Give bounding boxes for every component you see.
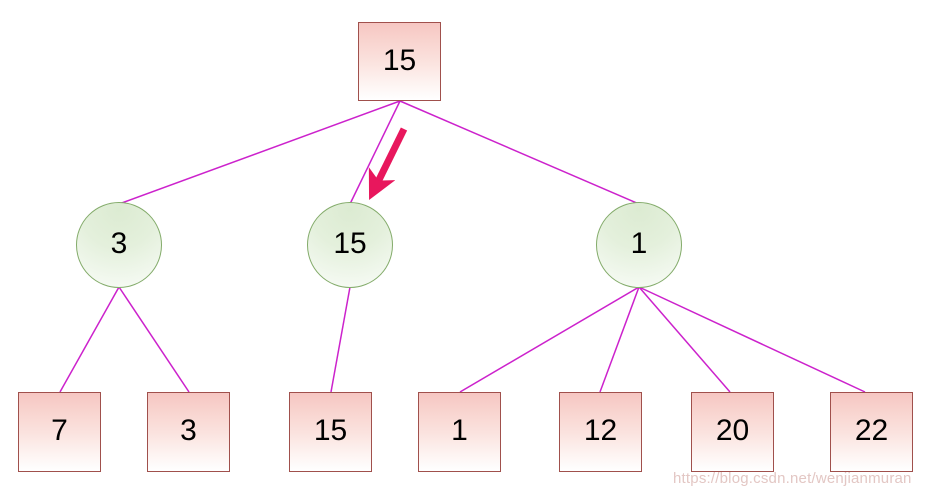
node-label: 3 (110, 227, 128, 260)
tree-edges (59, 100, 866, 393)
node-label: 12 (583, 414, 618, 447)
tree-edge (638, 286, 866, 393)
tree-edge (59, 286, 120, 393)
tree-edge (459, 286, 640, 393)
node-lvl1-b[interactable]: 15 (307, 202, 393, 288)
node-label: 3 (180, 414, 197, 447)
node-lvl1-c[interactable]: 1 (596, 202, 682, 288)
node-lvl1-a[interactable]: 3 (76, 202, 162, 288)
node-root[interactable]: 15 (358, 22, 441, 101)
node-leaf-4[interactable]: 1 (418, 392, 501, 472)
tree-edge (118, 100, 401, 205)
node-label: 15 (333, 227, 367, 260)
node-label: 20 (715, 414, 750, 447)
tree-edge (638, 286, 731, 393)
node-label: 22 (854, 414, 889, 447)
node-leaf-2[interactable]: 3 (147, 392, 230, 472)
node-label: 7 (51, 414, 68, 447)
tree-edge (118, 286, 190, 393)
node-leaf-7[interactable]: 22 (830, 392, 913, 472)
node-label: 15 (313, 414, 348, 447)
annotation-arrow (368, 127, 408, 201)
watermark-text: https://blog.csdn.net/wenjianmuran (673, 470, 912, 487)
tree-edge (599, 286, 640, 393)
node-label: 1 (451, 414, 468, 447)
tree-edge (330, 286, 351, 393)
node-label: 15 (382, 43, 417, 77)
tree-edge (399, 100, 640, 205)
annotation-arrow-line (368, 127, 408, 201)
node-leaf-5[interactable]: 12 (559, 392, 642, 472)
tree-edge (349, 100, 401, 205)
node-leaf-6[interactable]: 20 (691, 392, 774, 472)
node-leaf-1[interactable]: 7 (18, 392, 101, 472)
node-label: 1 (630, 227, 648, 260)
node-leaf-3[interactable]: 15 (289, 392, 372, 472)
